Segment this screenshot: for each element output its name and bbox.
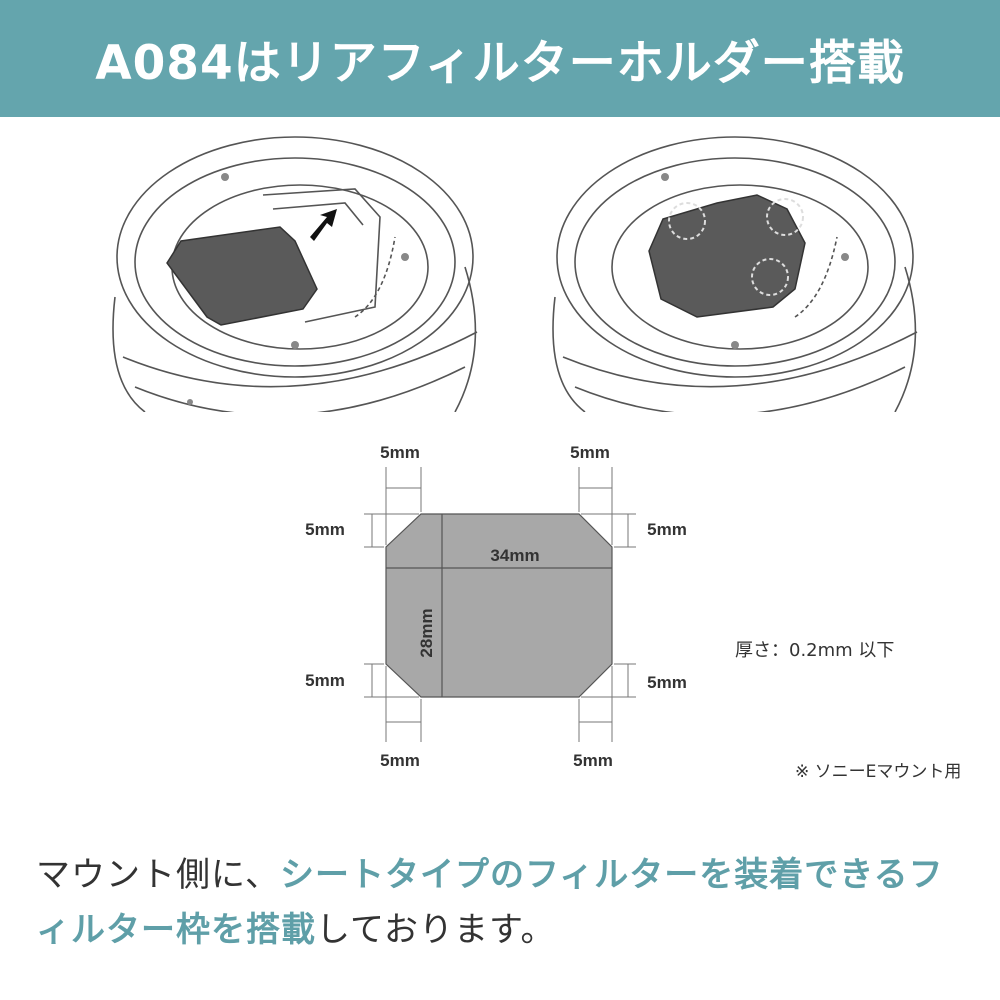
- dim-top-left: 5mm: [380, 443, 420, 462]
- description: マウント側に、シートタイプのフィルターを装着できるフィルター枠を搭載しております…: [36, 848, 976, 958]
- filter-width-label: 34mm: [490, 546, 539, 565]
- dim-left-lower: 5mm: [305, 671, 345, 690]
- mount-note: ※ ソニーEマウント用: [795, 762, 962, 782]
- dim-bottom-right: 5mm: [573, 751, 613, 770]
- dim-right-lower: 5mm: [647, 673, 687, 692]
- page-title: A084はリアフィルターホルダー搭載: [95, 36, 905, 91]
- dim-top-right: 5mm: [570, 443, 610, 462]
- thickness-note: 厚さ：0.2mm 以下: [735, 640, 895, 661]
- lens-filter-frame-illustration: [552, 136, 918, 412]
- description-part1: マウント側に、: [36, 855, 280, 895]
- lens-with-filter-illustration: [112, 136, 478, 412]
- description-highlight: シートタイプのフィルターを装着できるフィルター枠を搭載: [36, 855, 944, 950]
- filter-height-label: 28mm: [417, 608, 436, 657]
- dim-bottom-left: 5mm: [380, 751, 420, 770]
- dim-right-upper: 5mm: [647, 520, 687, 539]
- sheet-filter-shape: [385, 513, 613, 698]
- header-banner: A084はリアフィルターホルダー搭載: [0, 0, 1000, 117]
- description-part2: しております。: [316, 910, 556, 950]
- dim-left-upper: 5mm: [305, 520, 345, 539]
